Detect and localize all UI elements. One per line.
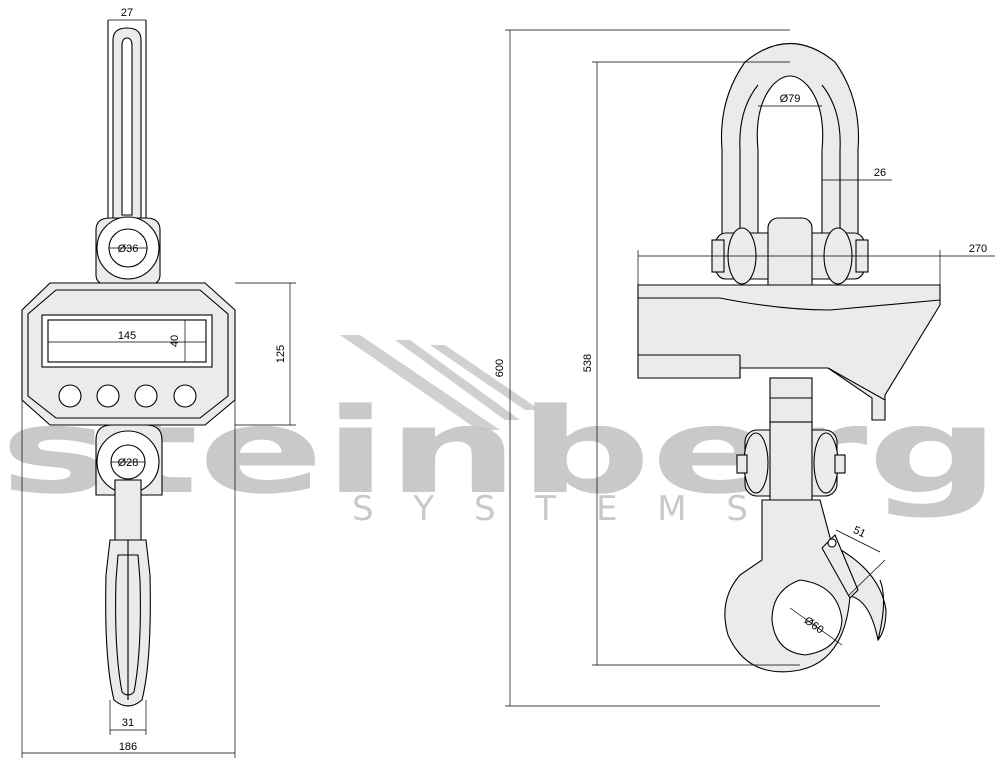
dim-hook-opening: 51 bbox=[851, 524, 867, 540]
front-button-3 bbox=[134, 384, 158, 408]
dim-shackle-diameter: Ø79 bbox=[780, 93, 801, 105]
dim-display-width: 145 bbox=[118, 330, 136, 342]
dim-hook-width: 31 bbox=[122, 717, 134, 729]
watermark-logo-stripe-1 bbox=[340, 335, 500, 430]
side-body bbox=[637, 284, 941, 421]
side-view bbox=[637, 43, 941, 673]
dim-bottom-eye-diameter: Ø28 bbox=[118, 457, 139, 469]
side-shank bbox=[769, 377, 813, 427]
watermark-logo-stripe-2 bbox=[395, 340, 520, 420]
front-view bbox=[21, 20, 236, 707]
front-top-loop-slot bbox=[121, 37, 133, 216]
front-button-4 bbox=[173, 384, 197, 408]
front-display bbox=[41, 314, 213, 368]
front-button-2 bbox=[96, 384, 120, 408]
side-view-dimensions: Ø79 26 270 600 538 51 Ø60 bbox=[494, 29, 995, 707]
side-swivel-center bbox=[769, 421, 813, 505]
front-hook-shank bbox=[114, 479, 142, 541]
dim-eye-diameter: Ø36 bbox=[118, 243, 139, 255]
dim-overall-width: 186 bbox=[119, 741, 137, 753]
dim-overall-height: 600 bbox=[494, 359, 506, 377]
front-housing-inner bbox=[27, 289, 229, 419]
watermark-sub: S Y S T E M S bbox=[352, 489, 748, 529]
dim-hook-height: 538 bbox=[582, 354, 594, 372]
watermark-logo-stripe-3 bbox=[430, 345, 540, 410]
front-view-dimensions: 27 Ø36 145 40 125 Ø28 31 186 bbox=[21, 7, 296, 758]
dim-display-height: 40 bbox=[169, 335, 181, 347]
front-button-1 bbox=[58, 384, 82, 408]
dim-shackle-thickness: 26 bbox=[874, 167, 886, 179]
dim-body-width: 270 bbox=[969, 243, 987, 255]
dim-top-width: 27 bbox=[121, 7, 133, 19]
dim-body-height: 125 bbox=[275, 345, 287, 363]
side-hook-throat bbox=[771, 579, 843, 656]
